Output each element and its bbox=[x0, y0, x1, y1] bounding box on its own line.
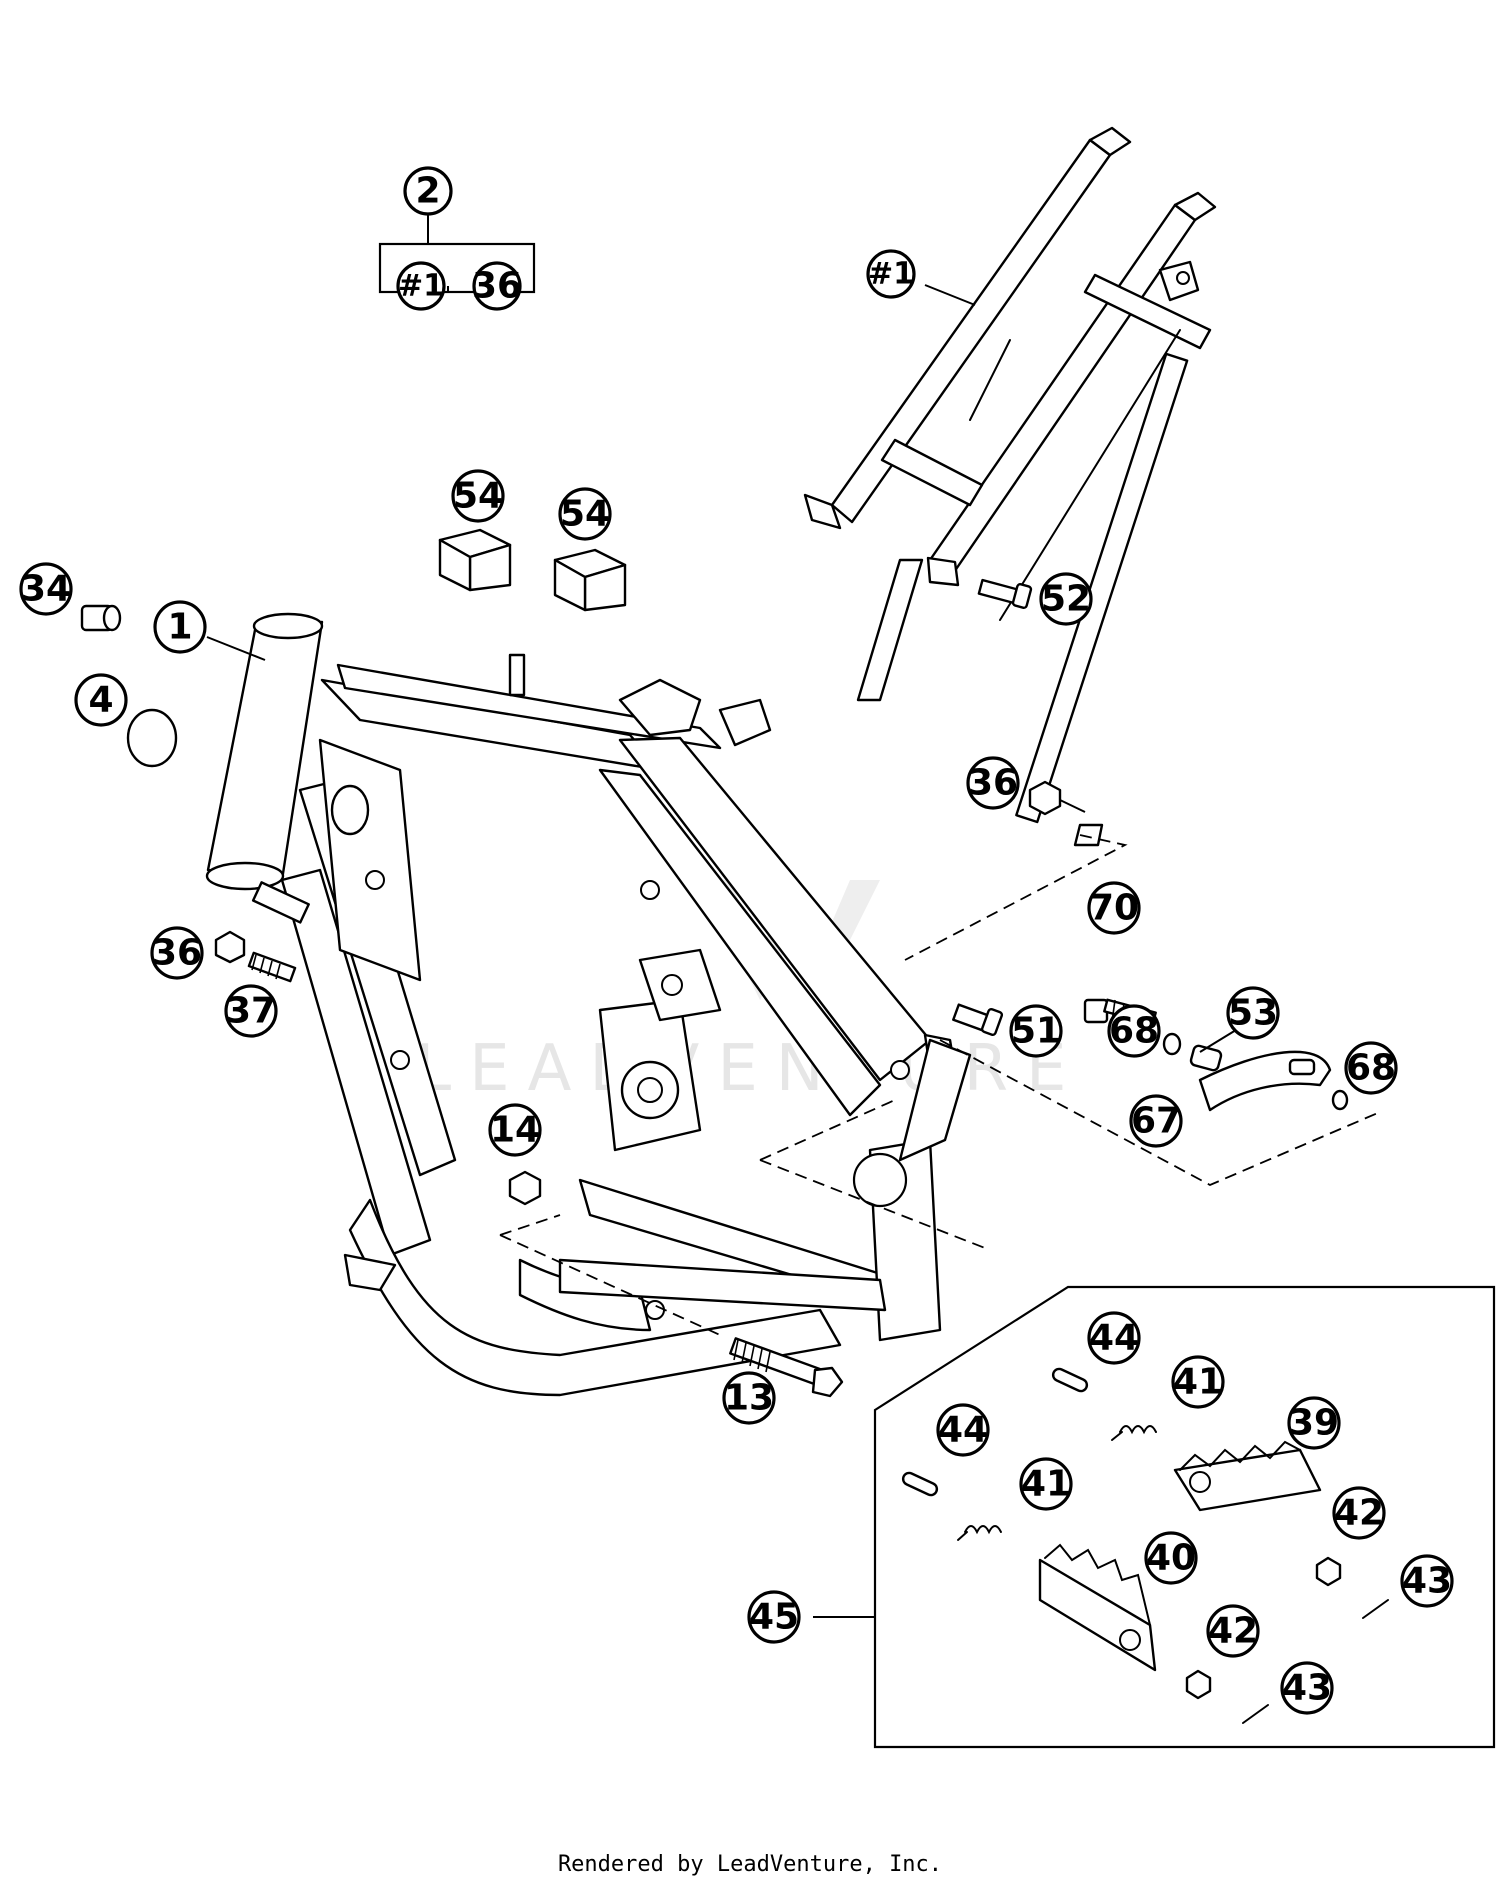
callout-label: 39 bbox=[1289, 1403, 1339, 1444]
callout-53[interactable]: 53 bbox=[1226, 986, 1280, 1040]
clip-54-left bbox=[438, 528, 512, 592]
footpeg-39 bbox=[1173, 1440, 1322, 1512]
watermark-text: LEADVENTURE bbox=[416, 1032, 1085, 1106]
leader-lines bbox=[206, 284, 1237, 1053]
callout-1a[interactable]: #1 bbox=[396, 261, 446, 311]
callout-label: 2 bbox=[415, 171, 440, 212]
footpeg-assembly-box bbox=[873, 1285, 1496, 1749]
callout-2[interactable]: 2 bbox=[403, 166, 453, 216]
callout-label: 52 bbox=[1041, 579, 1091, 620]
cotter-43-left bbox=[1242, 1704, 1269, 1724]
washer-68-right bbox=[1331, 1089, 1349, 1111]
spring-41-left bbox=[957, 1525, 1002, 1541]
callout-label: 67 bbox=[1131, 1101, 1181, 1142]
cap-4 bbox=[126, 708, 178, 768]
footer-credit: Rendered by LeadVenture, Inc. bbox=[557, 1852, 943, 1877]
callouts: 2 #1 36 #1 54 54 34 1 4 52 36 36 37 70 5… bbox=[19, 166, 1454, 1715]
main-frame-part bbox=[205, 612, 972, 1397]
callout-label: 43 bbox=[1402, 1561, 1452, 1602]
callout-42a[interactable]: 42 bbox=[1332, 1486, 1386, 1540]
callout-label: 54 bbox=[453, 476, 503, 517]
callout-label: 70 bbox=[1089, 888, 1139, 929]
callout-label: 44 bbox=[938, 1410, 988, 1451]
nut-14 bbox=[508, 1170, 542, 1206]
bolt-52 bbox=[977, 578, 1033, 609]
nut-36-left bbox=[214, 930, 246, 964]
callout-13[interactable]: 13 bbox=[722, 1371, 776, 1425]
callout-label: 36 bbox=[472, 266, 522, 307]
callout-label: 36 bbox=[152, 933, 202, 974]
callout-52[interactable]: 52 bbox=[1039, 572, 1093, 626]
callout-label: 4 bbox=[88, 680, 113, 721]
callout-label: 42 bbox=[1208, 1611, 1258, 1652]
callout-label: 14 bbox=[490, 1110, 540, 1151]
callout-label: 44 bbox=[1089, 1318, 1139, 1359]
callout-68a[interactable]: 68 bbox=[1107, 1004, 1161, 1058]
callout-label: #1 bbox=[398, 269, 444, 304]
callout-4[interactable]: 4 bbox=[74, 673, 128, 727]
callout-1b[interactable]: #1 bbox=[866, 249, 916, 299]
callout-54b[interactable]: 54 bbox=[558, 487, 612, 541]
callout-label: 53 bbox=[1228, 993, 1278, 1034]
callout-67[interactable]: 67 bbox=[1129, 1094, 1183, 1148]
callout-42b[interactable]: 42 bbox=[1206, 1604, 1260, 1658]
spacer-53 bbox=[1189, 1044, 1223, 1072]
footpeg-40 bbox=[1038, 1543, 1157, 1672]
cotter-43-right bbox=[1362, 1599, 1389, 1619]
callout-label: 42 bbox=[1334, 1493, 1384, 1534]
bolt-37 bbox=[247, 951, 297, 983]
callout-54a[interactable]: 54 bbox=[451, 469, 505, 523]
callout-label: 36 bbox=[968, 763, 1018, 804]
callout-68b[interactable]: 68 bbox=[1344, 1041, 1398, 1095]
callout-label: 41 bbox=[1021, 1464, 1071, 1505]
bolt-51 bbox=[952, 1003, 1004, 1037]
callout-45[interactable]: 45 bbox=[747, 1590, 801, 1644]
callout-41a[interactable]: 41 bbox=[1171, 1355, 1225, 1409]
callout-label: 40 bbox=[1146, 1538, 1196, 1579]
callout-label: 37 bbox=[226, 991, 276, 1032]
assembly-box-2 bbox=[378, 242, 536, 294]
callout-label: 43 bbox=[1282, 1668, 1332, 1709]
clip-54-right bbox=[553, 548, 627, 612]
nut-42-left bbox=[1185, 1669, 1212, 1700]
washer-68-left bbox=[1162, 1032, 1182, 1056]
watermark: LEADVENTURE bbox=[416, 880, 1085, 1106]
callout-label: 68 bbox=[1346, 1048, 1396, 1089]
callout-36c[interactable]: 36 bbox=[150, 926, 204, 980]
callout-41b[interactable]: 41 bbox=[1019, 1457, 1073, 1511]
nut-36-right bbox=[1028, 780, 1062, 816]
callout-label: 13 bbox=[724, 1378, 774, 1419]
callout-43a[interactable]: 43 bbox=[1400, 1554, 1454, 1608]
callout-label: 45 bbox=[749, 1597, 799, 1638]
callout-label: 54 bbox=[560, 494, 610, 535]
callout-40[interactable]: 40 bbox=[1144, 1531, 1198, 1585]
assembly-dash-lines bbox=[499, 834, 1381, 1336]
callout-70[interactable]: 70 bbox=[1087, 881, 1141, 935]
callout-37[interactable]: 37 bbox=[224, 984, 278, 1038]
pin-44-top bbox=[1051, 1367, 1089, 1393]
callout-label: #1 bbox=[868, 257, 914, 292]
callout-44b[interactable]: 44 bbox=[936, 1403, 990, 1457]
callout-43b[interactable]: 43 bbox=[1280, 1661, 1334, 1715]
callout-51[interactable]: 51 bbox=[1009, 1004, 1063, 1058]
callout-label: 68 bbox=[1109, 1011, 1159, 1052]
callout-1[interactable]: 1 bbox=[153, 600, 207, 654]
callout-36b[interactable]: 36 bbox=[966, 756, 1020, 810]
subframe-part bbox=[803, 126, 1217, 847]
callout-label: 1 bbox=[167, 607, 192, 648]
nut-42-right bbox=[1315, 1556, 1342, 1587]
pin-44-left bbox=[901, 1471, 939, 1497]
callout-44a[interactable]: 44 bbox=[1087, 1311, 1141, 1365]
callout-label: 51 bbox=[1011, 1011, 1061, 1052]
bolt-13 bbox=[729, 1337, 844, 1398]
callout-label: 41 bbox=[1173, 1362, 1223, 1403]
nut-34 bbox=[80, 604, 122, 632]
callout-label: 34 bbox=[21, 569, 71, 610]
callout-34[interactable]: 34 bbox=[19, 562, 73, 616]
callout-39[interactable]: 39 bbox=[1287, 1396, 1341, 1450]
callout-14[interactable]: 14 bbox=[488, 1103, 542, 1157]
callout-36a[interactable]: 36 bbox=[472, 261, 522, 311]
spring-41-top bbox=[1111, 1425, 1157, 1441]
